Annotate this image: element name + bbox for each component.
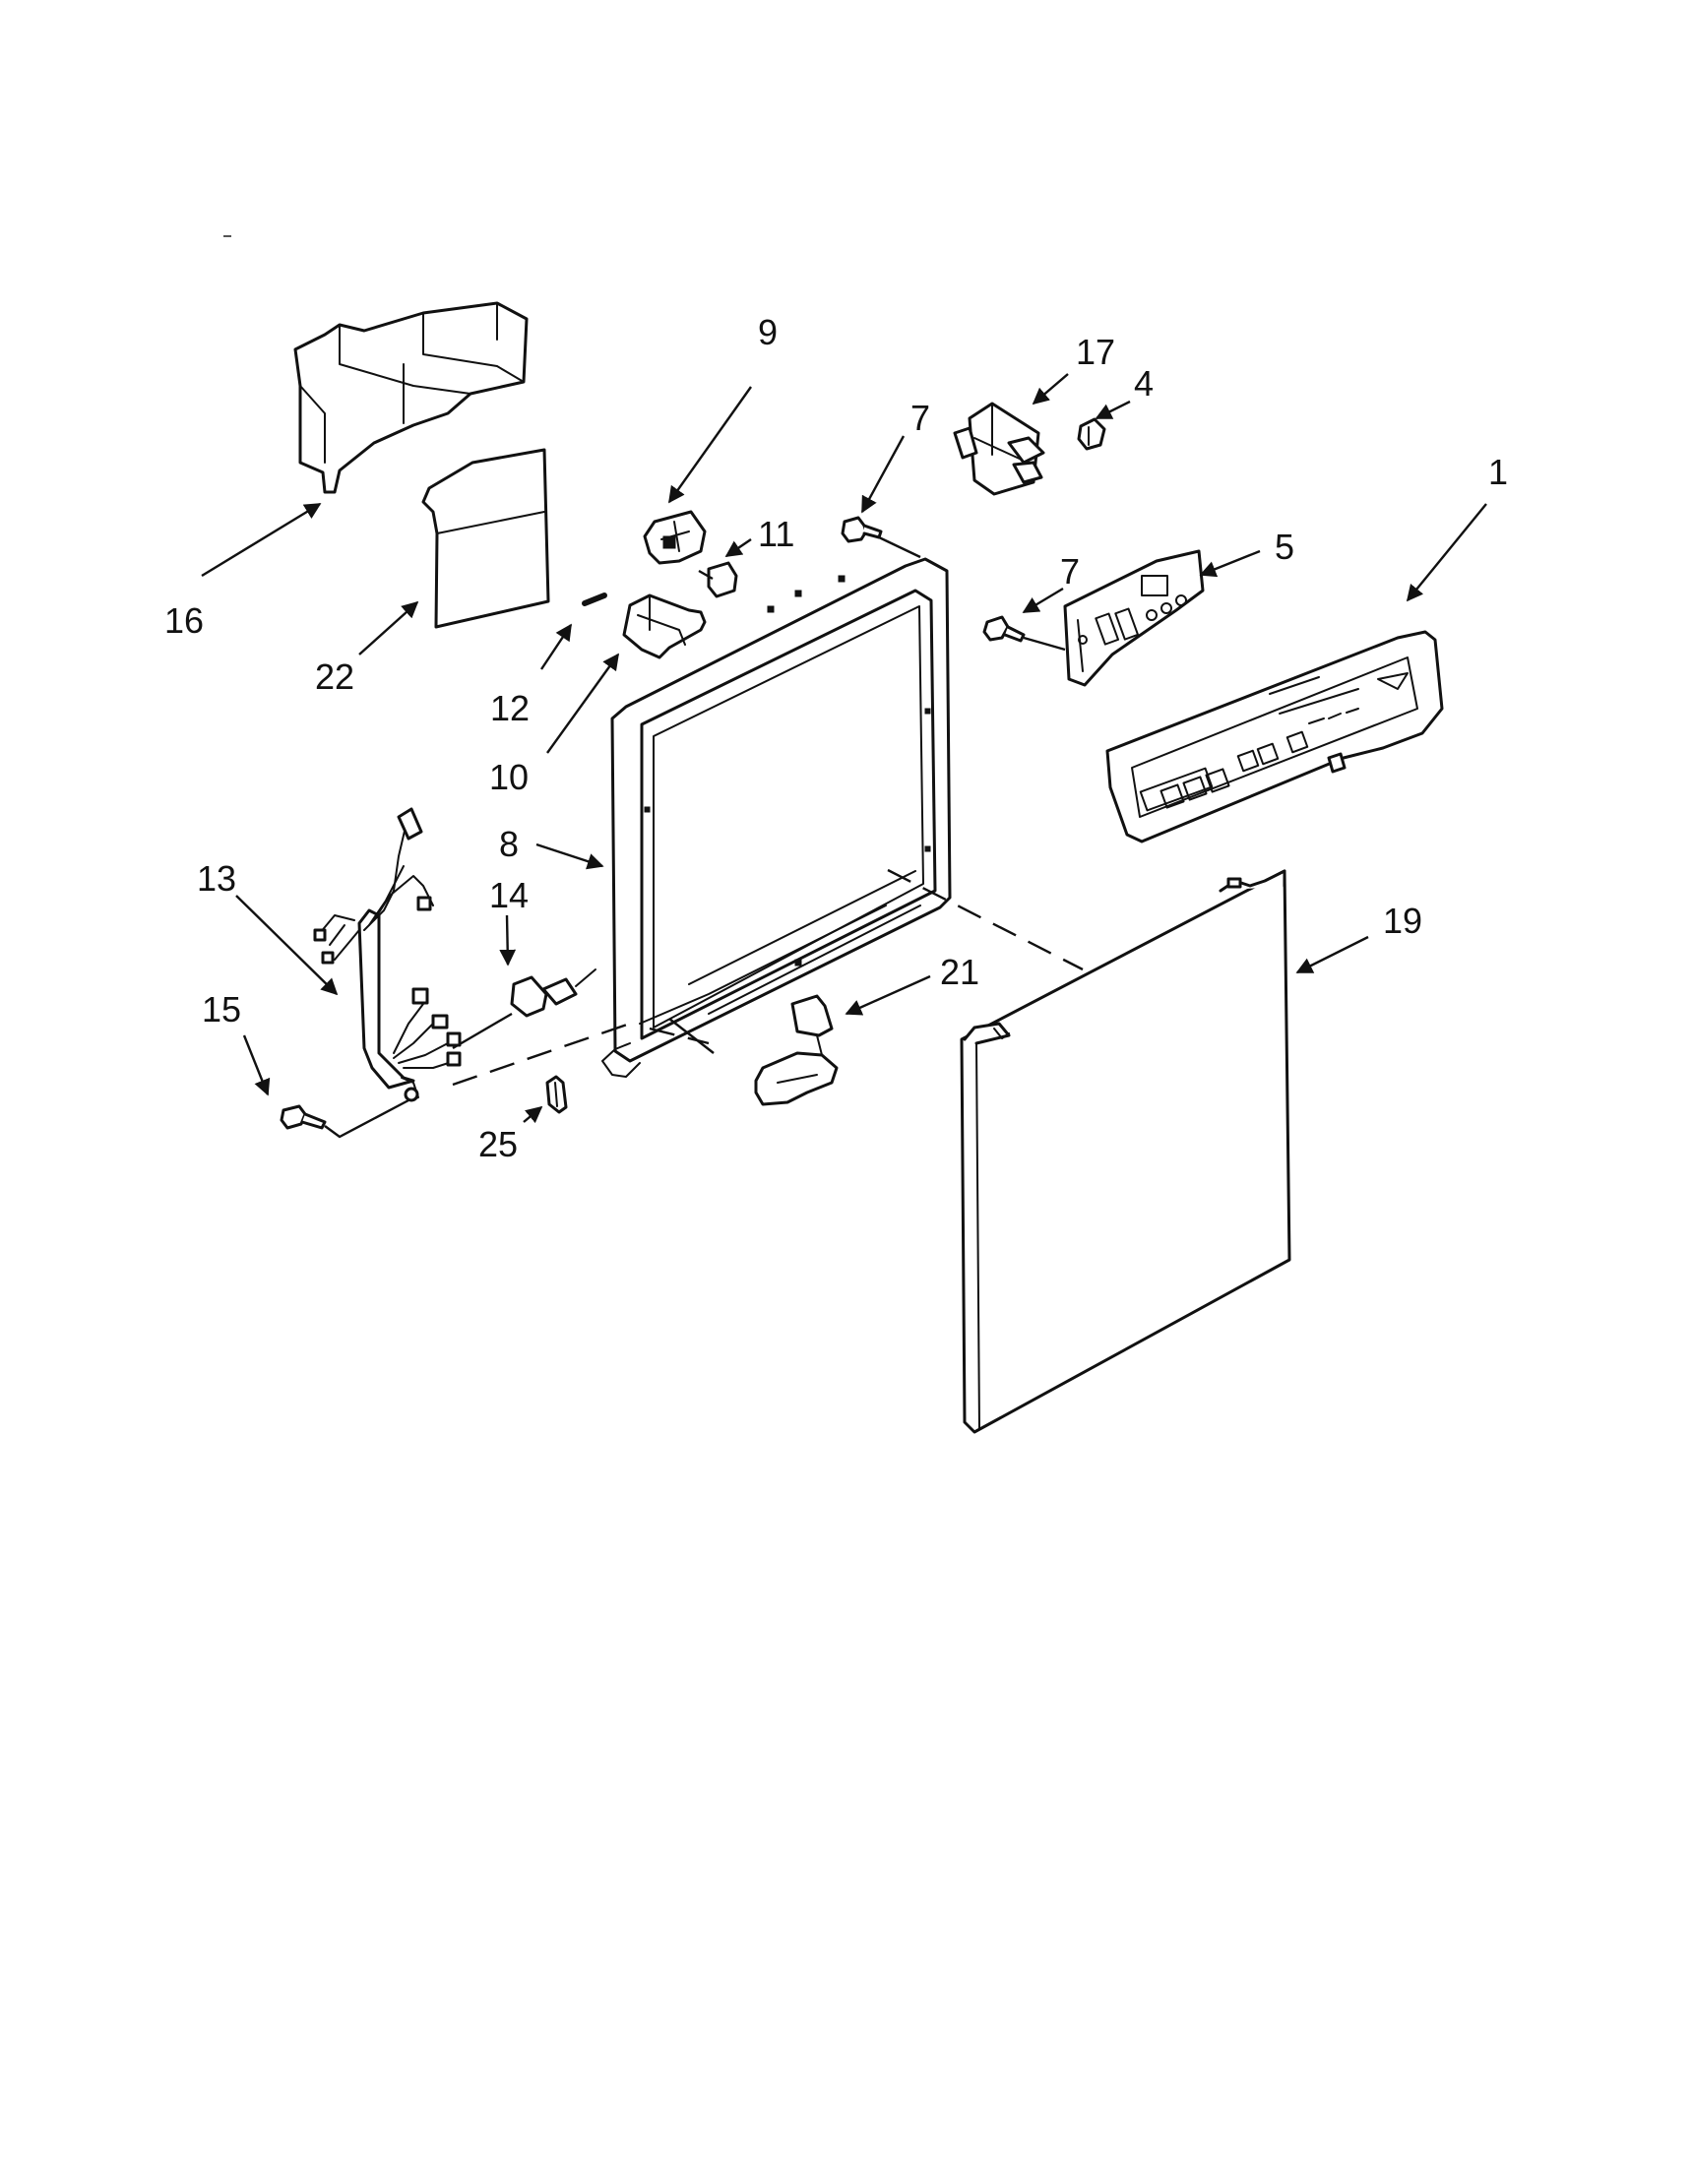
- assembly-line-door: [887, 868, 1084, 971]
- part-4-clip: [1077, 417, 1106, 451]
- callout-16: 16: [164, 600, 204, 641]
- callout-12: 12: [490, 688, 530, 728]
- part-10-latch-housing: [622, 593, 707, 659]
- callout-13: 13: [197, 858, 236, 899]
- assembly-line-strap: [668, 1018, 715, 1054]
- callout-19: 19: [1383, 901, 1422, 941]
- callout-8: 8: [499, 824, 519, 864]
- assembly-line-frame-top: [878, 535, 921, 559]
- part-7-screw-right: [982, 615, 1026, 643]
- part-12-pin: [582, 593, 607, 606]
- part-22-panel: [421, 448, 550, 629]
- callout-21: 21: [940, 952, 979, 992]
- part-11-switch: [707, 561, 738, 598]
- assembly-line-screw: [324, 1098, 409, 1139]
- part-13-wire-harness: [313, 807, 462, 1102]
- callout-1: 1: [1488, 452, 1508, 492]
- assembly-line-harness: [452, 1022, 631, 1087]
- callout-7-top: 7: [910, 398, 930, 438]
- callout-5: 5: [1275, 527, 1294, 567]
- part-8-door-frame: [601, 557, 952, 1078]
- part-19-outer-door-panel: [960, 869, 1291, 1434]
- assembly-line-screw-right: [1023, 636, 1066, 652]
- part-17-switch-module: [953, 402, 1045, 496]
- callout-17: 17: [1076, 332, 1115, 372]
- callout-7-right: 7: [1060, 551, 1080, 592]
- part-21-strap: [754, 994, 839, 1106]
- assembly-line-connector: [452, 1012, 513, 1050]
- callout-10: 10: [489, 757, 529, 797]
- callout-9: 9: [758, 312, 778, 352]
- callout-22: 22: [315, 656, 354, 697]
- callout-14: 14: [489, 875, 529, 915]
- part-1-console: [1105, 630, 1444, 843]
- part-14-connector: [510, 968, 596, 1018]
- callout-25: 25: [478, 1124, 518, 1164]
- part-16-duct-cover: [293, 301, 529, 494]
- part-25-bracket: [545, 1075, 568, 1114]
- part-7-screw-top: [841, 516, 883, 543]
- callout-leaders: [201, 373, 1487, 1124]
- part-9-latch: [643, 510, 707, 565]
- assembly-line-latch: [698, 569, 714, 581]
- callout-11: 11: [758, 514, 794, 554]
- callout-15: 15: [202, 989, 241, 1030]
- part-5-control-board: [1063, 549, 1205, 687]
- callout-labels: 16 22 9 11 12 10 7 17 4 1 5 7 8 13 14 15…: [164, 312, 1508, 1164]
- callout-4: 4: [1134, 363, 1154, 404]
- part-15-screw: [280, 1104, 327, 1130]
